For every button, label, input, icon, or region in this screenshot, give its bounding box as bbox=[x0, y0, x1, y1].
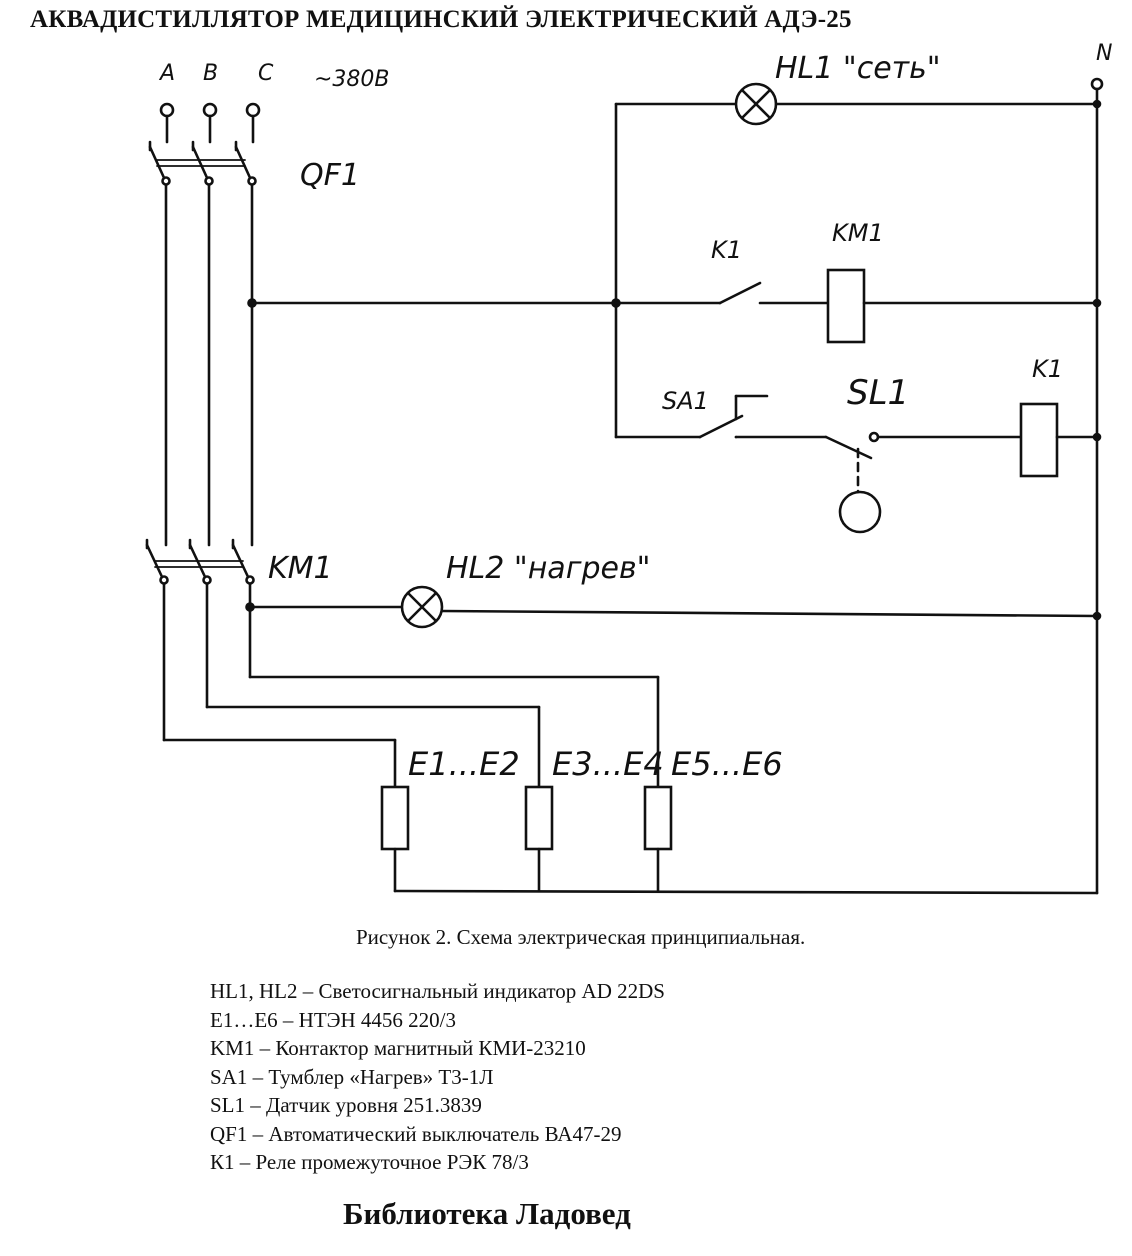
legend-item: SA1 – Тумблер «Нагрев» Т3-1Л bbox=[210, 1064, 494, 1089]
contactor-label: KM1 bbox=[268, 551, 333, 586]
heater-label-2: E3...E4 bbox=[552, 745, 664, 783]
footer-library: Библиотека Ладовед bbox=[343, 1196, 631, 1231]
sensor-label: SL1 bbox=[847, 373, 909, 413]
phase-label-b: B bbox=[203, 61, 218, 86]
phase-label-c: C bbox=[258, 61, 274, 86]
page-title: АКВАДИСТИЛЛЯТОР МЕДИЦИНСКИЙ ЭЛЕКТРИЧЕСКИ… bbox=[30, 6, 852, 33]
legend-item: SL1 – Датчик уровня 251.3839 bbox=[210, 1093, 482, 1117]
phase-label-a: A bbox=[158, 61, 175, 86]
legend-item: HL1, HL2 – Светосигнальный индикатор AD … bbox=[210, 979, 665, 1003]
neutral-terminal bbox=[1090, 77, 1104, 895]
phase-terminals bbox=[159, 102, 261, 144]
figure-caption: Рисунок 2. Схема электрическая принципиа… bbox=[356, 925, 806, 949]
relay-coil-label: K1 bbox=[1032, 355, 1063, 383]
legend: HL1, HL2 – Светосигнальный индикатор AD … bbox=[210, 977, 665, 1177]
voltage-label: ~380В bbox=[314, 67, 390, 92]
legend-item: E1…E6 – НТЭН 4456 220/3 bbox=[210, 1007, 457, 1032]
lamp-hl2-label: HL2 "нагрев" bbox=[446, 551, 650, 586]
relay-k1-contact bbox=[718, 281, 762, 305]
contactor-km1-power-contacts bbox=[145, 538, 255, 585]
heater-e1-e2 bbox=[380, 785, 410, 851]
toggle-sa1 bbox=[698, 394, 769, 439]
heater-e5-e6 bbox=[643, 785, 673, 851]
legend-item: К1 – Реле промежуточное РЭК 78/3 bbox=[210, 1150, 529, 1174]
lamp-hl2 bbox=[400, 585, 444, 629]
neutral-label: N bbox=[1096, 41, 1112, 66]
heater-label-1: E1...E2 bbox=[408, 745, 520, 783]
coil-k1 bbox=[1019, 402, 1059, 478]
legend-item: QF1 – Автоматический выключатель ВА47-29 bbox=[210, 1121, 622, 1146]
heater-e3-e4 bbox=[524, 785, 554, 851]
legend-item: KM1 – Контактор магнитный КМИ-23210 bbox=[210, 1036, 586, 1060]
coil-km1-label: KM1 bbox=[832, 219, 884, 247]
coil-km1 bbox=[826, 268, 866, 344]
heater-label-3: E5...E6 bbox=[671, 745, 783, 783]
lamp-hl1-label: HL1 "сеть" bbox=[775, 51, 941, 86]
breaker-qf1 bbox=[148, 140, 257, 186]
lamp-hl1 bbox=[734, 82, 778, 126]
level-sensor-sl1 bbox=[824, 431, 882, 534]
toggle-label: SA1 bbox=[662, 387, 709, 415]
breaker-label: QF1 bbox=[300, 158, 360, 193]
schematic-diagram: A B C ~380В N QF1 HL1 "сеть" K1 KM1 SA1 … bbox=[145, 41, 1112, 895]
relay-contact-label: K1 bbox=[711, 236, 742, 264]
